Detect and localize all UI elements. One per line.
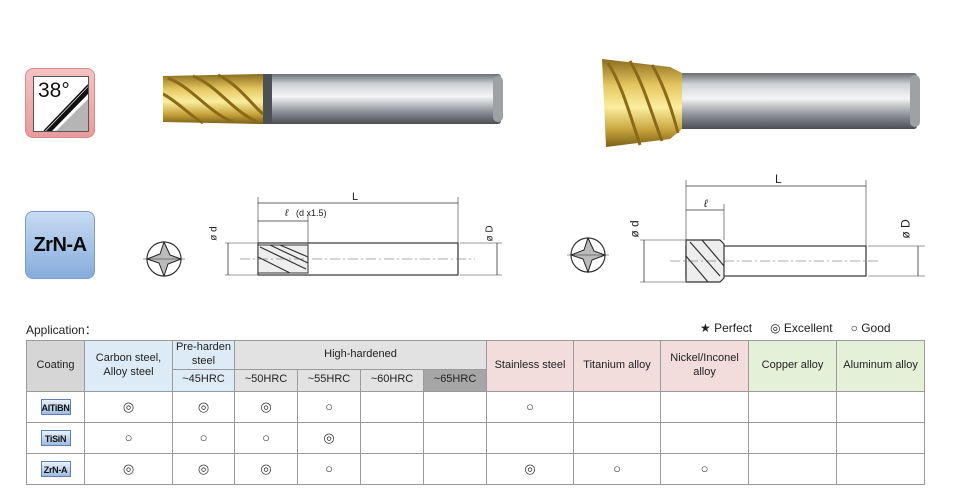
flute-length-label-right: ℓ xyxy=(704,198,708,210)
angle-badge-frame: 38° xyxy=(33,76,89,132)
rating-cell xyxy=(486,421,575,454)
dia-small-label-left: ø d xyxy=(208,226,220,241)
application-table-body: AlTiBN◎◎◎○○TiSiN○○○◎ZrN-A◎◎◎○◎○○ xyxy=(26,390,926,485)
angle-value: 38° xyxy=(38,79,70,102)
rating-cell xyxy=(748,421,838,454)
rating-cell xyxy=(422,452,488,485)
header-coating: Coating xyxy=(26,340,85,392)
legend-excellent: ◎ Excellent xyxy=(770,321,833,335)
rating-cell xyxy=(748,390,838,423)
header-stainless: Stainless steel xyxy=(486,340,575,392)
application-table: Coating Carbon steel, Alloy steel Pre-ha… xyxy=(26,340,926,485)
rating-cell: ○ xyxy=(660,452,750,485)
header-55hrc: ~55HRC xyxy=(297,368,361,392)
rating-cell xyxy=(360,390,424,423)
rating-cell: ○ xyxy=(84,421,173,454)
rating-cell xyxy=(836,452,926,485)
coating-cell: ZrN-A xyxy=(26,452,85,485)
header-copper: Copper alloy xyxy=(748,340,838,392)
header-titanium: Titanium alloy xyxy=(573,340,662,392)
header-50hrc: ~50HRC xyxy=(234,368,298,392)
header-carbon-steel: Carbon steel, Alloy steel xyxy=(84,340,173,392)
coating-tag: AlTiBN xyxy=(40,398,71,415)
header-pre-harden: Pre-harden steel xyxy=(172,340,235,370)
rating-cell: ○ xyxy=(297,390,361,423)
length-label-left: L xyxy=(352,191,359,203)
dia-large-label-right: ø D xyxy=(898,219,913,239)
end-mill-photo-right xyxy=(602,59,920,147)
technical-drawing-right xyxy=(567,180,925,283)
coating-cell: AlTiBN xyxy=(26,390,85,423)
rating-cell xyxy=(360,421,424,454)
application-label: Application： xyxy=(26,323,97,337)
rating-cell: ◎ xyxy=(486,452,575,485)
rating-cell: ◎ xyxy=(172,390,235,423)
technical-drawing-left xyxy=(143,197,502,278)
header-60hrc: ~60HRC xyxy=(360,368,424,392)
header-high-hardened: High-hardened xyxy=(233,340,488,370)
rating-cell xyxy=(660,421,750,454)
header-65hrc: ~65HRC xyxy=(422,368,488,392)
rating-cell: ○ xyxy=(297,452,361,485)
rating-cell: ○ xyxy=(234,421,298,454)
end-mill-photo-left xyxy=(163,73,503,125)
coating-badge-label: ZrN-A xyxy=(33,233,87,256)
end-view-icon-right xyxy=(567,236,609,274)
flute-length-label-left: ℓ xyxy=(285,208,289,219)
legend-perfect: ★ Perfect xyxy=(700,321,753,335)
legend-good: ○ Good xyxy=(850,321,891,335)
rating-cell xyxy=(660,390,750,423)
rating-cell: ◎ xyxy=(84,390,173,423)
rating-cell: ◎ xyxy=(234,452,298,485)
flute-length-note-left: (d x1.5) xyxy=(296,208,327,218)
helix-angle-icon xyxy=(43,84,88,131)
rating-cell: ◎ xyxy=(172,452,235,485)
end-view-icon-left xyxy=(143,240,185,278)
table-row: ZrN-A◎◎◎○◎○○ xyxy=(26,452,926,485)
coating-tag: ZrN-A xyxy=(40,460,71,477)
dia-small-label-right: ø d xyxy=(627,220,642,238)
rating-legend: ★ Perfect ◎ Excellent ○ Good xyxy=(700,321,891,335)
rating-cell: ○ xyxy=(172,421,235,454)
rating-cell: ◎ xyxy=(84,452,173,485)
header-nickel: Nickel/Inconel alloy xyxy=(660,340,750,392)
table-row: AlTiBN◎◎◎○○ xyxy=(26,390,926,423)
rating-cell xyxy=(836,390,926,423)
rating-cell xyxy=(360,452,424,485)
table-row: TiSiN○○○◎ xyxy=(26,421,926,454)
header-aluminum: Aluminum alloy xyxy=(836,340,926,392)
rating-cell: ○ xyxy=(573,452,662,485)
coating-tag: TiSiN xyxy=(40,429,71,446)
rating-cell xyxy=(422,390,488,423)
rating-cell xyxy=(748,452,838,485)
length-label-right: L xyxy=(775,172,782,186)
rating-cell xyxy=(836,421,926,454)
angle-38-badge: 38° xyxy=(25,68,95,138)
header-45hrc: ~45HRC xyxy=(172,368,235,392)
rating-cell: ○ xyxy=(486,390,575,423)
rating-cell: ◎ xyxy=(297,421,361,454)
coating-cell: TiSiN xyxy=(26,421,85,454)
rating-cell xyxy=(422,421,488,454)
rating-cell xyxy=(573,390,662,423)
rating-cell xyxy=(573,421,662,454)
dia-large-label-left: ø D xyxy=(484,225,496,242)
coating-badge-zrn-a: ZrN-A xyxy=(25,211,95,279)
rating-cell: ◎ xyxy=(234,390,298,423)
